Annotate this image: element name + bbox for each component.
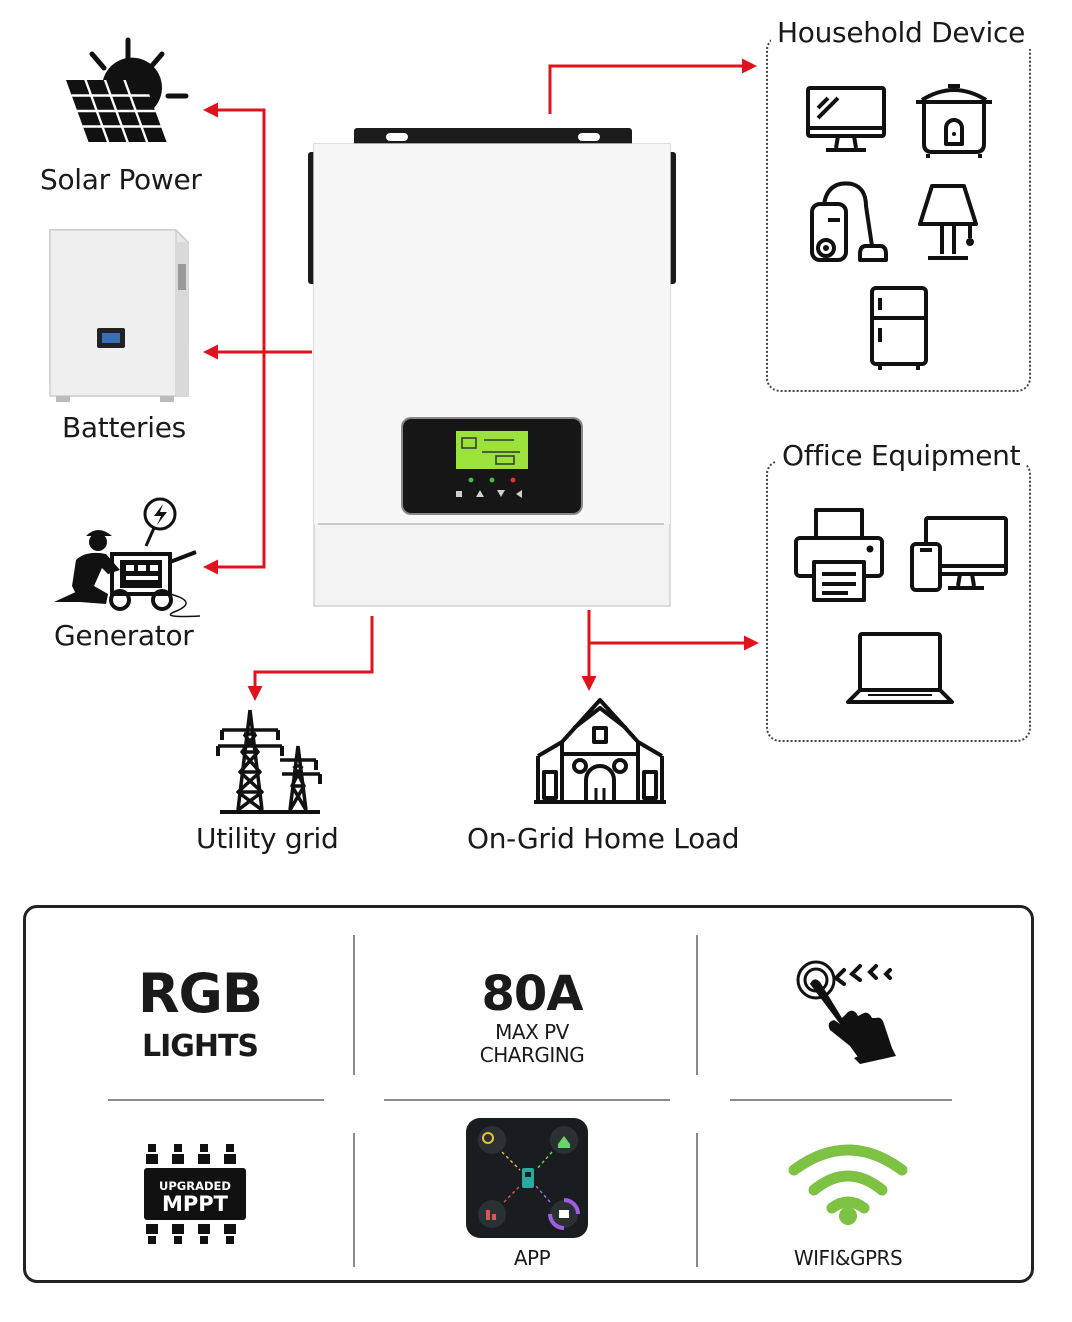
utility-grid-label: Utility grid: [196, 822, 339, 855]
arrow-to-generator: [203, 352, 266, 575]
max-pv-line2: CHARGING: [479, 1043, 585, 1067]
house-icon: [534, 698, 666, 804]
touch-gesture-icon: [796, 960, 896, 1064]
divider: [353, 935, 355, 1075]
vacuum-cleaner-icon: [810, 181, 888, 262]
arrow-to-solar: [203, 102, 266, 352]
wifi-icon: [788, 1144, 908, 1225]
mppt-top-text: UPGRADED: [159, 1179, 231, 1193]
arrow-to-utility-grid: [247, 616, 374, 701]
app-screen-icon: [466, 1118, 588, 1238]
wifi-gprs-label: WIFI&GPRS: [793, 1246, 903, 1270]
generator-label: Generator: [54, 619, 194, 652]
divider: [384, 1099, 670, 1101]
max-pv-value: 80A: [481, 966, 584, 1022]
max-pv-line1: MAX PV: [495, 1020, 569, 1044]
arrow-to-household: [548, 58, 757, 114]
transmission-tower-icon: [216, 709, 322, 814]
feature-panel: [23, 905, 1034, 1283]
printer-icon: [794, 508, 884, 602]
household-device-title: Household Device: [771, 16, 1032, 49]
home-load-label: On-Grid Home Load: [467, 822, 740, 855]
mppt-bottom-text: MPPT: [162, 1192, 229, 1216]
office-equipment-title: Office Equipment: [776, 439, 1027, 472]
laptop-icon: [846, 632, 954, 704]
hybrid-inverter: [308, 128, 676, 607]
rgb-title: RGB: [137, 962, 263, 1025]
lcd-screen: [456, 431, 528, 469]
divider: [353, 1133, 355, 1267]
rice-cooker-icon: [916, 84, 992, 158]
refrigerator-icon: [870, 286, 928, 370]
divider: [696, 1133, 698, 1267]
batteries-label: Batteries: [62, 411, 186, 444]
divider: [696, 935, 698, 1075]
battery-cabinet-icon: [49, 229, 189, 402]
divider: [108, 1099, 324, 1101]
monitor-icon: [806, 86, 886, 152]
table-lamp-icon: [918, 184, 978, 260]
divider: [730, 1099, 952, 1101]
mppt-chip-icon: UPGRADED MPPT: [144, 1144, 246, 1244]
rgb-subtitle: LIGHTS: [141, 1029, 259, 1064]
solar-power-label: Solar Power: [40, 163, 202, 196]
app-label: APP: [513, 1246, 551, 1270]
generator-icon: [54, 497, 201, 618]
desktop-and-phone-icon: [910, 516, 1008, 592]
solar-panel-icon: [66, 37, 189, 142]
